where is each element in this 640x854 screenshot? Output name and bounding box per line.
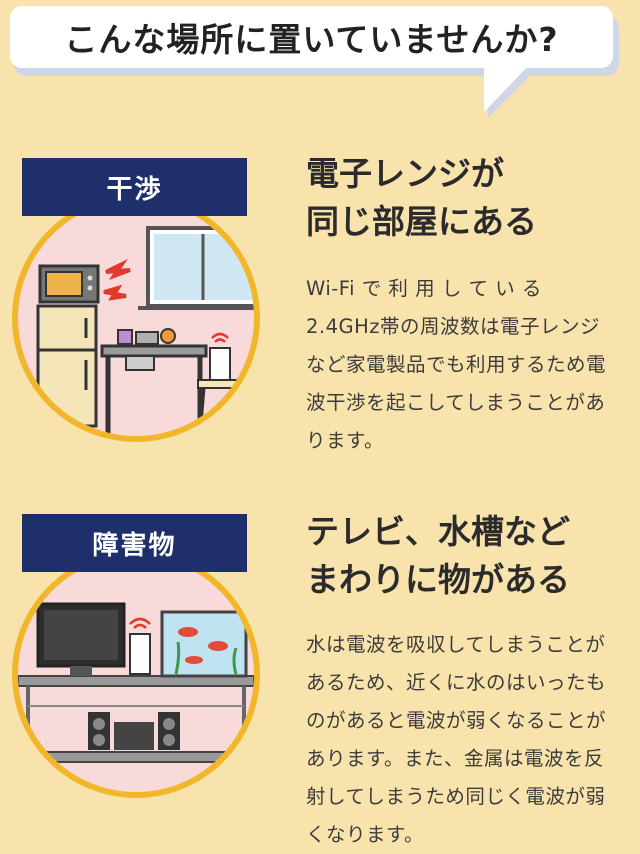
- microwave-room-illustration: [12, 194, 260, 442]
- section-obstacles: 障害物 テレビ、水槽など まわりに物がある 水は電波を吸収してしまうことがあるた…: [0, 506, 640, 852]
- header-title: こんな場所に置いていませんか?: [64, 20, 559, 59]
- headline-line-2: 同じ部屋にある: [306, 202, 537, 241]
- headline-line-1: テレビ、水槽など: [306, 512, 570, 551]
- headline-obstacles: テレビ、水槽など まわりに物がある: [306, 508, 626, 604]
- bubble-tail: [484, 62, 540, 118]
- header-speech-bubble: こんな場所に置いていませんか?: [10, 6, 625, 118]
- body-obstacles: 水は電波を吸収してしまうことがあるため、近くに水のはいったものがあると電波が弱く…: [306, 633, 607, 846]
- body-interference: Wi-Fi で 利 用 し て い る 2.4GHz帯の周波数は電子レンジなど家…: [306, 277, 607, 452]
- tag-obstacles: 障害物: [22, 514, 247, 572]
- headline-line-1: 電子レンジが: [306, 154, 504, 193]
- header-bubble-body: こんな場所に置いていませんか?: [10, 6, 613, 68]
- section-interference: 干渉 電子レンジが 同じ部屋にある Wi-Fi で 利 用 し て い る 2.…: [0, 150, 640, 480]
- headline-line-2: まわりに物がある: [306, 560, 570, 599]
- tag-interference: 干渉: [22, 158, 247, 216]
- headline-interference: 電子レンジが 同じ部屋にある: [306, 150, 626, 246]
- tv-aquarium-illustration: [12, 550, 260, 798]
